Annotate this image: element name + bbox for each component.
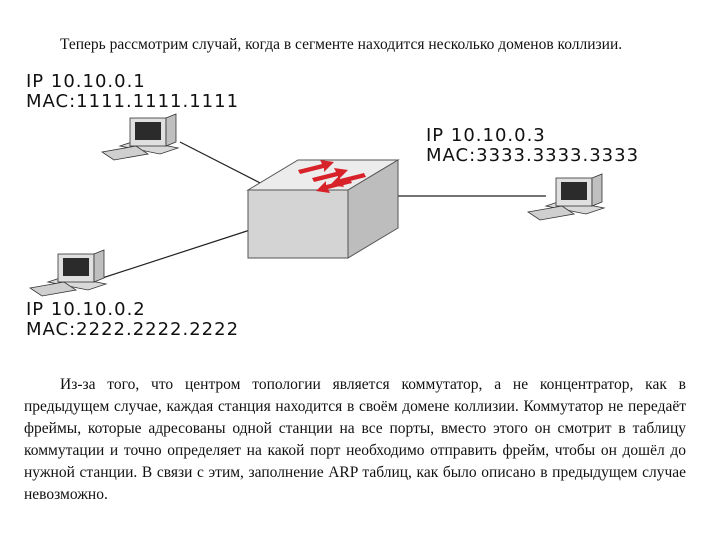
host3-mac-label: MAC:3333.3333.3333 [426,145,640,166]
link-host2 [89,229,251,283]
switch-arrows-icon [298,160,366,193]
network-diagram [28,113,606,297]
host2-ip-label: IP 10.10.0.2 [26,299,146,320]
intro-paragraph: Теперь рассмотрим случай, когда в сегмен… [60,35,623,53]
link-host1 [179,141,271,189]
computer-icon-host1 [100,113,180,161]
switch-icon [246,159,400,259]
body-paragraph: Из-за того, что центром топологии являет… [24,375,686,503]
host1-ip-label: IP 10.10.0.1 [26,71,146,92]
host1-mac-label: MAC:1111.1111.1111 [26,91,240,112]
computer-icon-host3 [526,173,606,221]
host3-ip-label: IP 10.10.0.3 [426,125,546,146]
network-links [89,141,546,283]
host2-mac-label: MAC:2222.2222.2222 [26,319,240,340]
computer-icon-host2 [28,249,108,297]
